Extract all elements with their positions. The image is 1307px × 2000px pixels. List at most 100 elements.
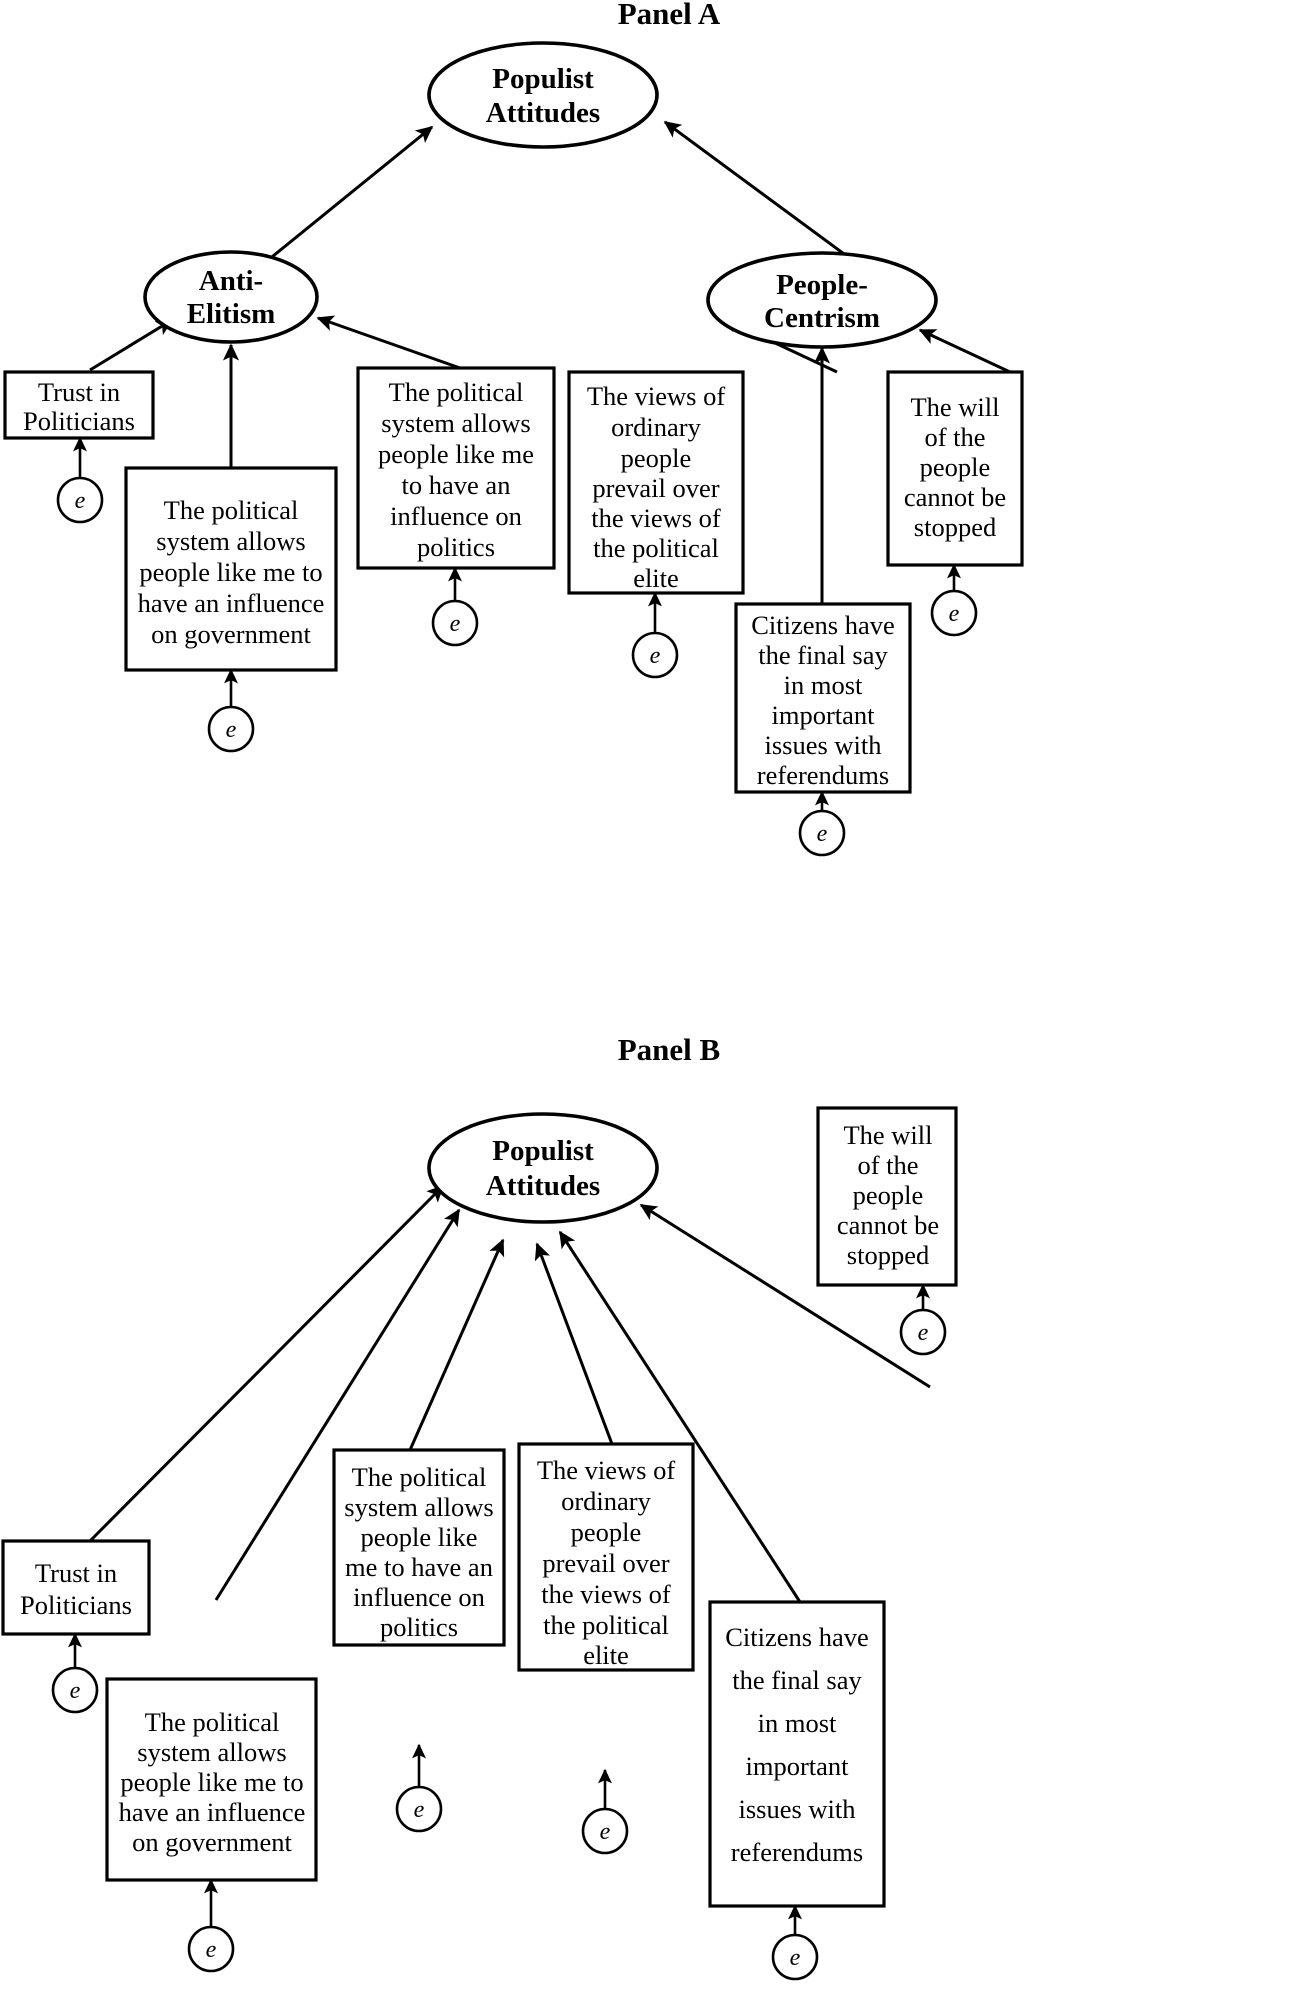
node-pb-populist-attitudes[interactable]: Populist Attitudes — [427, 1112, 659, 1224]
error-pa-ind4[interactable]: e — [631, 631, 679, 679]
pb-err1-label: e — [70, 1678, 81, 1704]
pb-ind6-line3: people — [853, 1180, 924, 1210]
pb-ind1-line1: Trust in — [35, 1558, 117, 1588]
pb-ind5-box — [708, 1600, 886, 1908]
pa-ind4-line6: the political — [593, 533, 719, 563]
pa-populist-ellipse — [427, 41, 659, 149]
node-pb-indicator-trust-in-politicians[interactable]: Trust in Politicians — [1, 1539, 151, 1636]
pb-ind4-line3: people — [571, 1517, 642, 1547]
pa-ind6-line4: cannot be — [904, 482, 1006, 512]
node-pa-indicator-influence-government[interactable]: The political system allows people like … — [124, 466, 338, 672]
pa-ind5-line5: issues with — [764, 730, 881, 760]
pa-populist-label-line1: Populist — [492, 63, 594, 95]
pb-ind1-line2: Politicians — [20, 1590, 132, 1620]
pa-ind6-line1: The will — [910, 392, 999, 422]
error-pa-ind3[interactable]: e — [431, 599, 479, 647]
pa-ind1-box — [3, 370, 155, 440]
pa-people-centrism-label-line2: Centrism — [764, 302, 880, 334]
pb-ind6-line1: The will — [843, 1120, 932, 1150]
pb-ind4-line5: the views of — [541, 1579, 671, 1609]
node-pb-indicator-will-of-people[interactable]: The will of the people cannot be stopped — [816, 1106, 958, 1287]
pa-ind2-box — [124, 466, 338, 672]
edge-pa-ind6-to-people-centrism — [918, 328, 1011, 374]
pb-ind5-line5: issues with — [738, 1794, 855, 1824]
node-pa-anti-elitism[interactable]: Anti- Elitism — [143, 250, 319, 344]
pb-ind3-line6: politics — [380, 1612, 458, 1642]
error-pa-ind2[interactable]: e — [207, 705, 255, 753]
error-pa-ind5[interactable]: e — [798, 809, 846, 857]
pb-ind3-line2: system allows — [344, 1492, 493, 1522]
node-pa-populist-attitudes[interactable]: Populist Attitudes — [427, 41, 659, 149]
pa-ind6-line5: stopped — [914, 512, 996, 542]
edge-pb-ind3-to-populist — [408, 1238, 505, 1451]
error-pb-ind1[interactable]: e — [51, 1666, 99, 1714]
pa-err6-label: e — [949, 601, 960, 627]
pa-ind4-line2: ordinary — [611, 412, 702, 442]
pa-ind1-line1: Trust in — [38, 377, 120, 407]
edge-pb-ind5-to-populist — [558, 1230, 802, 1603]
pa-ind6-box — [886, 370, 1024, 567]
pb-ind2-line5: on government — [132, 1827, 292, 1857]
error-pb-ind5[interactable]: e — [771, 1933, 819, 1981]
node-pa-people-centrism[interactable]: People- Centrism — [706, 251, 938, 349]
node-pa-indicator-citizens-referendums[interactable]: Citizens have the final say in most impo… — [734, 602, 912, 794]
pa-err5-label: e — [817, 821, 828, 847]
edge-pb-ind2-to-populist — [214, 1208, 461, 1601]
pb-ind1-box — [1, 1539, 151, 1636]
pa-err4-label: e — [650, 643, 661, 669]
error-pb-ind6[interactable]: e — [899, 1308, 947, 1356]
edge-pa-ind3-to-anti-elitism — [316, 315, 461, 370]
pa-anti-elitism-label-line1: Anti- — [199, 265, 263, 297]
pa-err3-label: e — [450, 611, 461, 637]
pb-ind4-line6: the political — [543, 1610, 669, 1640]
pb-err3-circle — [395, 1785, 443, 1833]
pb-ind4-box — [517, 1442, 695, 1672]
error-pa-ind6[interactable]: e — [930, 589, 978, 637]
pb-ind5-line4: important — [745, 1751, 849, 1781]
node-pb-indicator-influence-government[interactable]: The political system allows people like … — [105, 1300, 318, 1882]
pa-ind5-box — [734, 602, 912, 794]
node-pa-indicator-will-of-people[interactable]: The will of the people cannot be stopped — [886, 370, 1024, 567]
pb-ind6-line5: stopped — [847, 1240, 929, 1270]
pb-err4-circle — [581, 1807, 629, 1855]
node-pa-indicator-views-prevail[interactable]: The views of ordinary people prevail ove… — [567, 370, 745, 595]
pa-ind3-line6: politics — [417, 532, 495, 562]
panel-a-title: Panel A — [618, 0, 721, 31]
node-pb-indicator-influence-politics[interactable]: The political system allows people like … — [332, 1448, 506, 1647]
pa-ind2-line3: people like me to — [139, 557, 322, 587]
node-pa-indicator-trust-in-politicians[interactable]: Trust in Politicians — [3, 370, 155, 440]
pb-ind2-line4: have an influence — [119, 1797, 306, 1827]
pb-err2-label: e — [206, 1937, 217, 1963]
error-pb-ind3[interactable]: e — [395, 1785, 443, 1833]
node-pa-indicator-influence-politics[interactable]: The political system allows people like … — [356, 366, 556, 570]
pb-populist-label-line2: Attitudes — [486, 1170, 600, 1202]
pa-ind2-line2: system allows — [156, 526, 305, 556]
pa-ind6-line2: of the — [924, 422, 985, 452]
pb-err5-label: e — [790, 1945, 801, 1971]
pa-ind3-line5: influence on — [390, 501, 522, 531]
edge-pa-ind1-to-anti-elitism — [89, 318, 174, 372]
pa-anti-elitism-label-line2: Elitism — [187, 298, 276, 330]
pb-ind3-box — [332, 1448, 506, 1647]
pa-populist-label-line2: Attitudes — [486, 97, 600, 129]
node-pb-indicator-citizens-referendums[interactable]: Citizens have the final say in most impo… — [708, 1600, 886, 1908]
pb-ind2-line2: system allows — [137, 1737, 286, 1767]
pa-ind5-line3: in most — [784, 670, 863, 700]
pa-ind6-line3: people — [920, 452, 991, 482]
pb-ind4-line2: ordinary — [561, 1486, 652, 1516]
pb-ind5-line6: referendums — [731, 1837, 863, 1867]
pa-ind4-line3: people — [621, 443, 692, 473]
pa-err5-circle — [798, 809, 846, 857]
pa-ind4-line4: prevail over — [592, 473, 719, 503]
node-pb-indicator-views-prevail[interactable]: The views of ordinary people prevail ove… — [517, 1442, 695, 1672]
error-pb-ind2[interactable]: e — [187, 1925, 235, 1973]
error-pa-ind1[interactable]: e — [56, 476, 104, 524]
pb-err3-label: e — [414, 1797, 425, 1823]
edge-pb-ind6-to-populist — [639, 1203, 931, 1389]
pa-ind2-line1: The political — [164, 495, 299, 525]
pa-ind3-line3: people like me — [378, 439, 534, 469]
error-pb-ind4[interactable]: e — [581, 1807, 629, 1855]
pa-ind2-line5: on government — [151, 619, 311, 649]
pb-err4-label: e — [600, 1819, 611, 1845]
